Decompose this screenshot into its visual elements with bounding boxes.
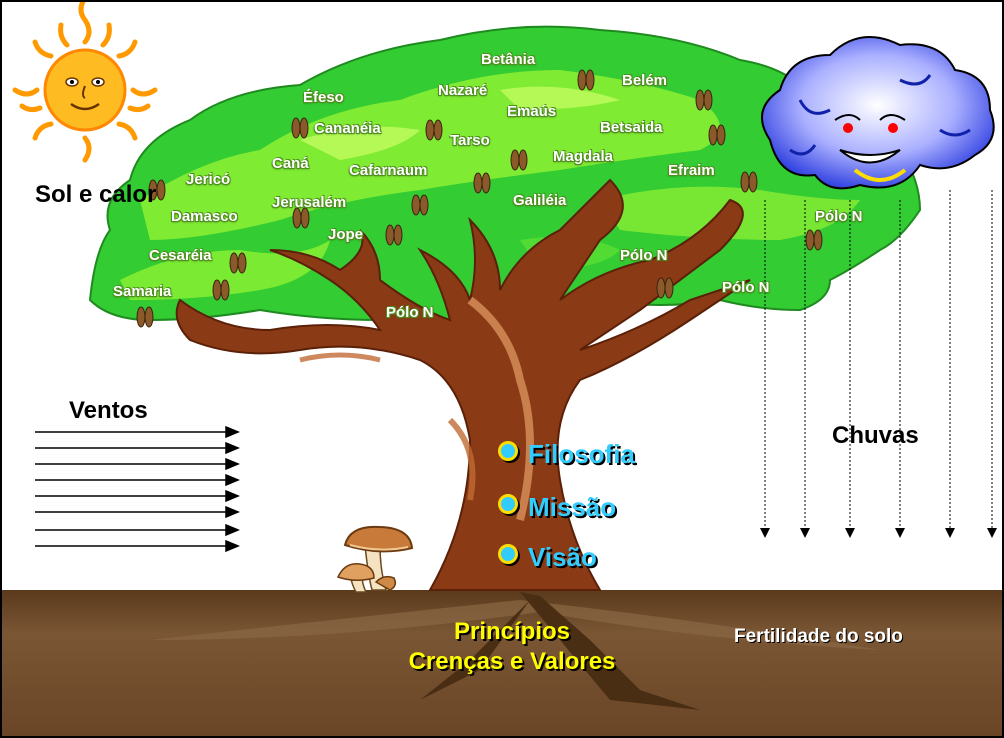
- roots-label-principios: Princípios: [362, 620, 662, 644]
- city-label: Pólo N: [815, 209, 863, 224]
- city-label: Pólo N: [386, 305, 434, 320]
- wind-arrow-icon: [35, 443, 238, 453]
- bullet-icon: [498, 494, 518, 514]
- city-label: Damasco: [171, 209, 238, 224]
- city-label: Éfeso: [303, 90, 344, 105]
- city-label: Emaús: [507, 104, 556, 119]
- city-label: Pólo N: [722, 280, 770, 295]
- winds-label: Ventos: [69, 399, 148, 423]
- soil-label: Fertilidade do solo: [734, 627, 903, 646]
- city-label: Magdala: [553, 149, 613, 164]
- city-label: Tarso: [450, 133, 490, 148]
- city-label: Nazaré: [438, 83, 487, 98]
- city-label: Caná: [272, 156, 309, 171]
- trunk-item-visao: Visão: [498, 544, 597, 570]
- wind-arrow-icon: [35, 459, 238, 469]
- bullet-icon: [498, 441, 518, 461]
- bullet-icon: [498, 544, 518, 564]
- city-label: Galiléia: [513, 193, 566, 208]
- city-label: Belém: [622, 73, 667, 88]
- city-label: Cananéia: [314, 121, 381, 136]
- rain-arrow-icon: [987, 190, 997, 538]
- wind-arrow-icon: [35, 491, 238, 501]
- city-label: Efraim: [668, 163, 715, 178]
- wind-arrow-icon: [35, 541, 238, 551]
- wind-arrow-icon: [35, 475, 238, 485]
- city-label: Cafarnaum: [349, 163, 427, 178]
- rain-arrow-icon: [945, 190, 955, 538]
- rain-label: Chuvas: [832, 424, 919, 448]
- city-label: Jericó: [186, 172, 230, 187]
- city-label: Jope: [328, 227, 363, 242]
- city-label: Pólo N: [620, 248, 668, 263]
- trunk-item-filosofia: Filosofia: [498, 441, 635, 467]
- sun-icon: [15, 0, 155, 160]
- wind-arrows: [35, 427, 238, 551]
- city-label: Cesaréia: [149, 248, 212, 263]
- city-label: Samaria: [113, 284, 171, 299]
- storm-cloud-icon: [762, 37, 994, 188]
- rain-arrow-icon: [895, 200, 905, 538]
- mushroom-icon: [338, 527, 412, 592]
- trunk-item-missao: Missão: [498, 494, 616, 520]
- city-label: Betsaida: [600, 120, 663, 135]
- wind-arrow-icon: [35, 427, 238, 437]
- city-label: Jerusalém: [272, 195, 346, 210]
- roots-label-crencas: Crenças e Valores: [362, 650, 662, 674]
- wind-arrow-icon: [35, 507, 238, 517]
- wind-arrow-icon: [35, 525, 238, 535]
- city-label: Betânia: [481, 52, 535, 67]
- sun-label: Sol e calor: [35, 181, 135, 210]
